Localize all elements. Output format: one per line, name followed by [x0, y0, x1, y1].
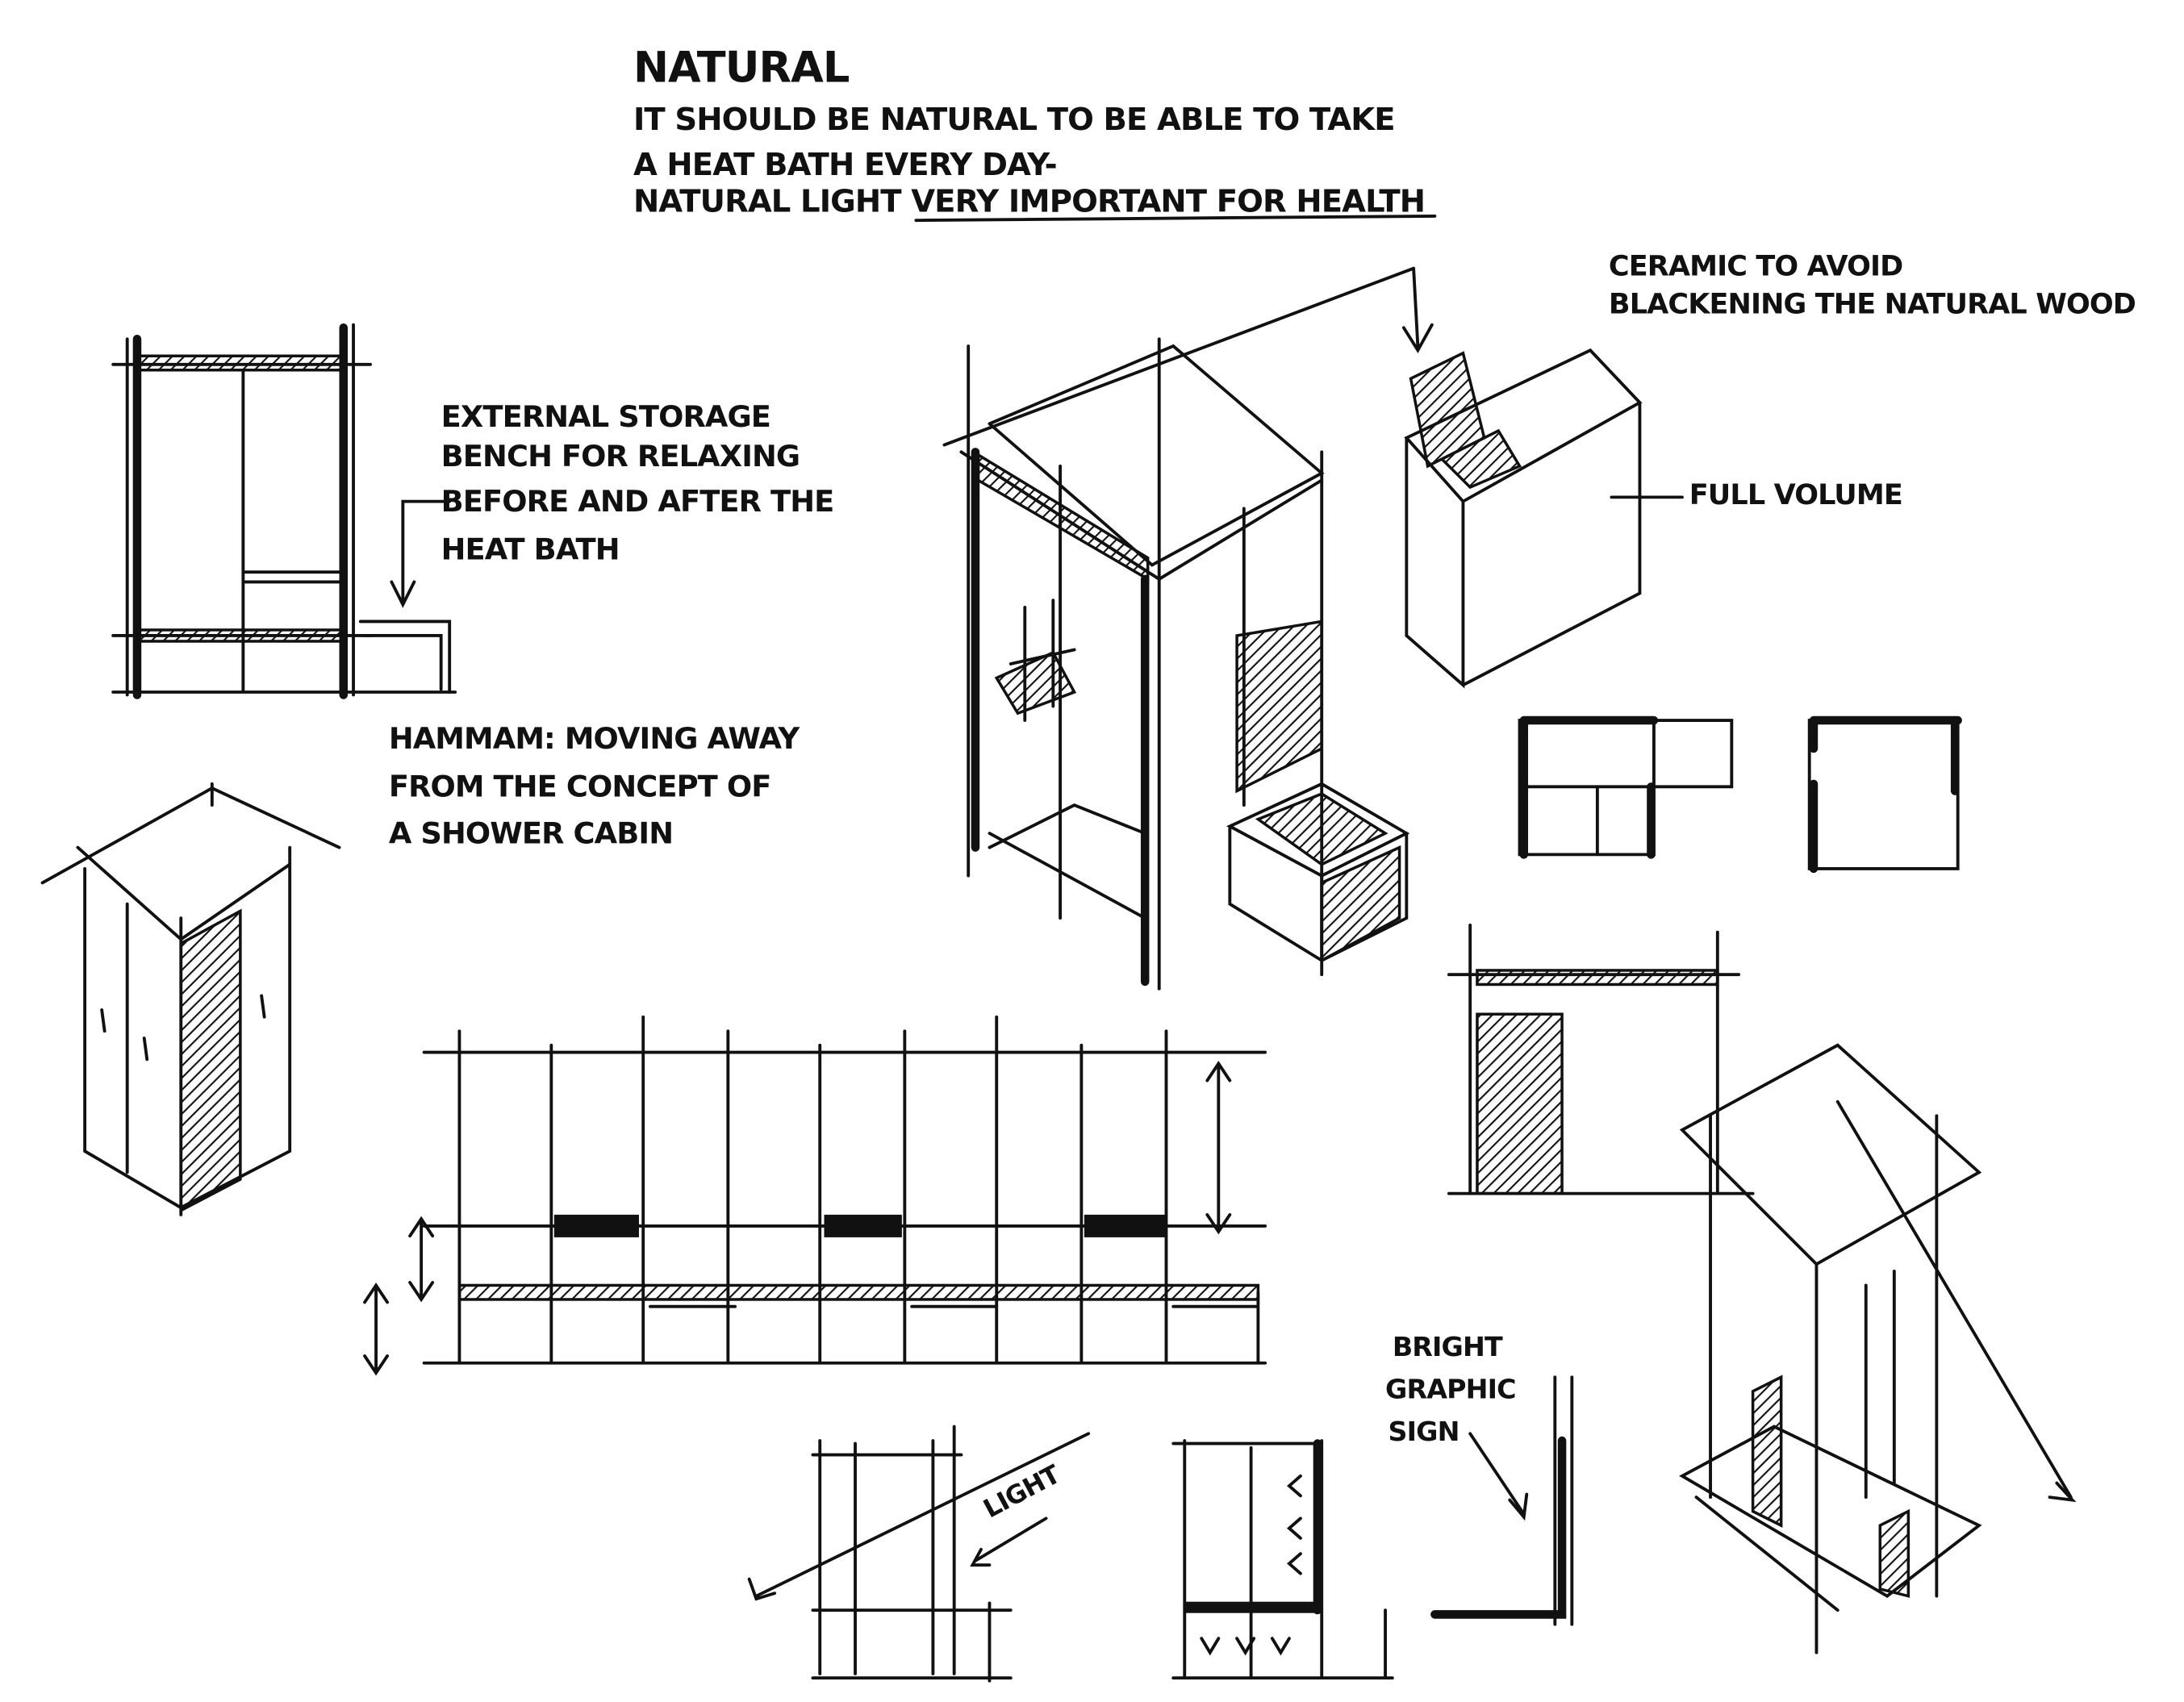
note-line: BENCH FOR RELAXING — [441, 439, 800, 473]
cabin-isometric-right — [1679, 1043, 2077, 1654]
header-line: IT SHOULD BE NATURAL TO BE ABLE TO TAKE — [633, 102, 1395, 138]
cabin-isometric-small — [40, 782, 341, 1216]
bright-sign: BRIGHT GRAPHIC SIGN — [1385, 1331, 1574, 1626]
note-line: CERAMIC TO AVOID — [1609, 249, 1902, 282]
underline — [914, 214, 1437, 223]
note-line: GRAPHIC — [1385, 1374, 1516, 1405]
note-line: BEFORE AND AFTER THE — [441, 484, 834, 519]
full-volume-label: FULL VOLUME — [1689, 478, 1902, 511]
ceramic-note: CERAMIC TO AVOID BLACKENING THE NATURAL … — [1609, 249, 2136, 511]
cabin-section — [1447, 924, 1755, 1195]
header-line: NATURAL LIGHT VERY IMPORTANT FOR HEALTH — [633, 184, 1425, 220]
plan-drawings — [1518, 715, 1962, 874]
storage-note: EXTERNAL STORAGE BENCH FOR RELAXING BEFO… — [441, 399, 835, 567]
note-line: SIGN — [1388, 1416, 1459, 1447]
header-line: A HEAT BATH EVERY DAY- — [633, 147, 1057, 183]
sign-section — [1171, 1439, 1394, 1680]
light-label: LIGHT — [979, 1460, 1065, 1525]
cabin-elevation — [111, 323, 457, 699]
note-line: BLACKENING THE NATURAL WOOD — [1609, 288, 2136, 321]
note-line: A SHOWER CABIN — [389, 816, 673, 850]
light-section: LIGHT — [747, 1425, 1091, 1683]
arrow-icon — [1468, 1432, 1529, 1521]
note-line: FROM THE CONCEPT OF — [389, 770, 771, 804]
cabin-isometric-main — [942, 266, 1416, 991]
note-line: EXTERNAL STORAGE — [441, 399, 770, 434]
dimension-arrows — [363, 1061, 1232, 1376]
note-line: HAMMAM: MOVING AWAY — [389, 721, 800, 756]
cabin-isometric-ceramic — [1401, 266, 1684, 689]
header-title: NATURAL — [633, 44, 850, 93]
note-line: BRIGHT — [1393, 1331, 1503, 1362]
header-notes: NATURAL IT SHOULD BE NATURAL TO BE ABLE … — [633, 44, 1437, 223]
hammam-note: HAMMAM: MOVING AWAY FROM THE CONCEPT OF … — [389, 721, 801, 850]
arrow-icon — [1401, 266, 1434, 354]
arrow-icon — [390, 499, 452, 608]
note-line: HEAT BATH — [441, 532, 620, 566]
row-elevation — [363, 1015, 1267, 1376]
